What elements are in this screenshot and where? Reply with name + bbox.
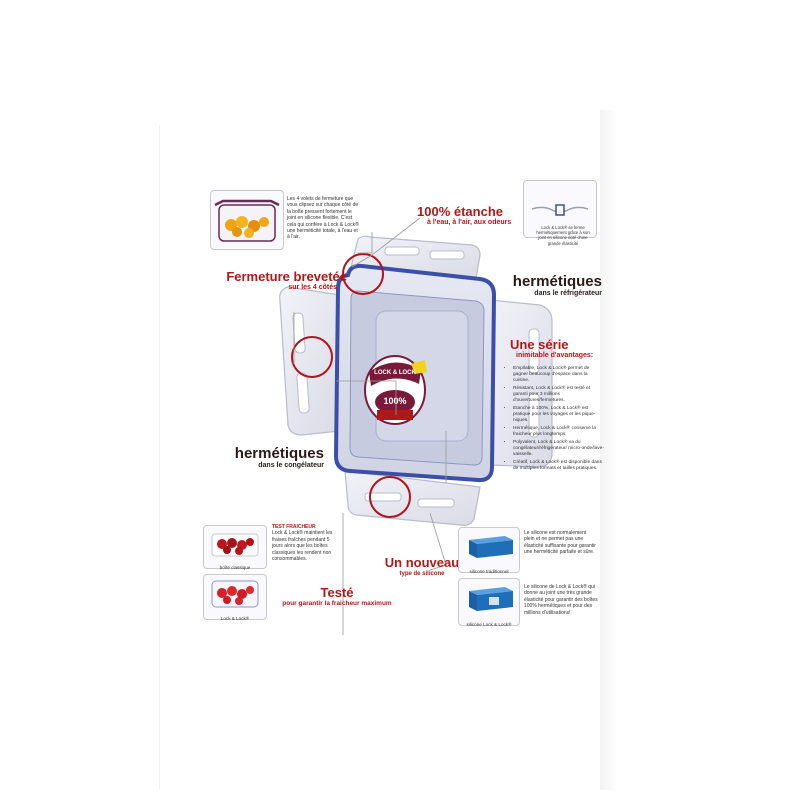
hermetiques-congelateur-title: hermétiques (234, 445, 324, 462)
etanche-title: 100% étanche (417, 204, 503, 219)
classic-box-caption: boîte classique (219, 565, 251, 570)
serie-title: Une série (510, 337, 569, 352)
teste-subtitle: pour garantir la fraicheur maximum (282, 600, 392, 607)
ring-bottom-seal (369, 476, 411, 518)
locklock-box-caption: Lock & Lock® (220, 616, 250, 621)
advantage-item: Résistant, Lock & Lock® est testé et gar… (513, 386, 604, 404)
etanche-heading: 100% étanche à l'eau, à l'air, aux odeur… (417, 205, 511, 227)
silicone-traditional-icon (469, 536, 513, 558)
clip-photo-box (210, 190, 284, 250)
advantage-item: Hermétique, Lock & Lock® conserve la fra… (513, 426, 604, 438)
locklock-silicone-photo: silicone Lock & Lock® (458, 578, 520, 627)
hermetiques-congelateur-subtitle: dans le congélateur (258, 462, 324, 469)
classic-box-photo: boîte classique (203, 525, 267, 570)
hermetiques-congelateur-heading: hermétiques dans le congélateur (186, 446, 324, 470)
joint-photo-box (523, 180, 597, 238)
freshness-test-body: Lock & Lock® maintient les fraises fraîc… (272, 530, 333, 563)
advantages-list: Empilable, Lock & Lock® permet de gagner… (506, 366, 604, 474)
lid-badge-percent: 100% (383, 396, 407, 406)
serie-heading: Une série inimitable d'avantages: (510, 338, 593, 360)
strawberries-locklock-icon (211, 580, 259, 608)
fermeture-heading: Fermeture brevetée sur les 4 côtés (202, 270, 347, 292)
teste-heading: Testé pour garantir la fraicheur maximum (262, 586, 412, 608)
nouveau-title: Un nouveau (384, 555, 460, 570)
clip-description: Les 4 volets de fermeture que vous clips… (287, 196, 359, 241)
serie-subtitle: inimitable d'avantages: (516, 352, 594, 359)
ring-left-clip (291, 336, 333, 378)
ring-top-clip (342, 253, 384, 295)
freshness-test-text: TEST FRAICHEUR Lock & Lock® maintient le… (272, 524, 340, 562)
advantage-item: Empilable, Lock & Lock® permet de gagner… (513, 366, 604, 384)
traditional-silicone-caption: silicone traditionnel (469, 569, 509, 574)
etanche-subtitle: à l'eau, à l'air, aux odeurs (427, 219, 512, 226)
lid-logo-text: LOCK & LOCK (374, 370, 416, 376)
locklock-silicone-caption: silicone Lock & Lock® (466, 622, 512, 627)
page-fold (600, 110, 618, 790)
hermetiques-refrigerateur-title: hermétiques (512, 273, 602, 290)
advantage-item: Etanche à 100%, Lock & Lock® est pratiqu… (513, 406, 604, 424)
traditional-silicone-photo: silicone traditionnel (458, 527, 520, 574)
silicone-locklock-icon (469, 587, 513, 611)
teste-title: Testé (320, 585, 354, 600)
callout-lines (291, 217, 447, 635)
locklock-silicone-text: Le silicone de Lock & Lock® qui donne au… (524, 584, 598, 616)
traditional-silicone-text: Le silicone est normalement plein et ne … (524, 530, 596, 556)
fermeture-title: Fermeture brevetée (226, 269, 347, 284)
strawberries-classic-icon (211, 533, 259, 557)
container-with-fruits-icon (214, 199, 280, 242)
seal-joint-icon (531, 204, 589, 216)
lid-logo-badge: LOCK & LOCK 100% (355, 350, 435, 434)
fermeture-subtitle: sur les 4 côtés (288, 284, 337, 291)
freshness-test-heading: TEST FRAICHEUR (272, 524, 316, 530)
locklock-box-photo: Lock & Lock® (203, 574, 267, 621)
nouveau-subtitle: type de silicone (399, 571, 445, 577)
joint-description: Lock & Lock® se ferme hermétiquement grâ… (536, 225, 590, 246)
hermetiques-refrigerateur-heading: hermétiques dans le réfrigérateur (478, 274, 602, 298)
advantage-item: Créatif, Lock & Lock® est disponible dan… (513, 460, 604, 472)
nouveau-heading: Un nouveau type de silicone (382, 556, 462, 578)
advantage-item: Polyvalent, Lock & Lock® va du congélate… (513, 440, 604, 458)
hermetiques-refrigerateur-subtitle: dans le réfrigérateur (534, 290, 602, 297)
